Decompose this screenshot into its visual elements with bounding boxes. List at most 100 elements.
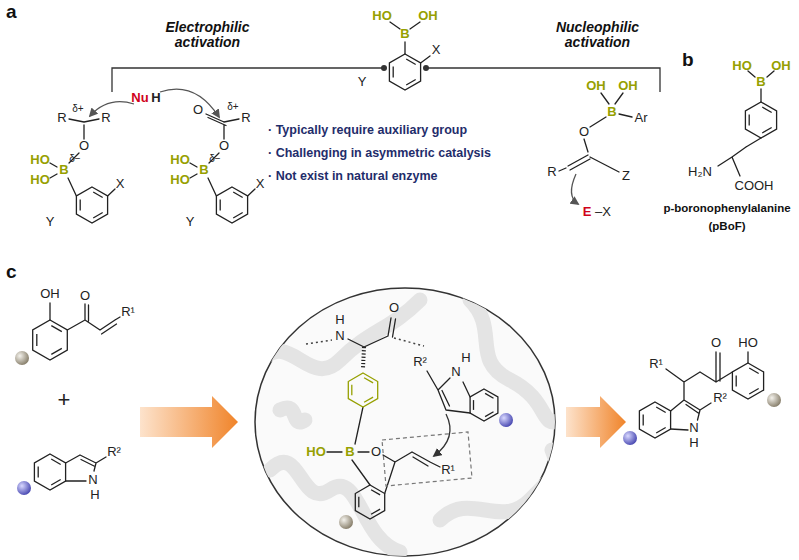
bullet-note: · Not exist in natural enzyme	[268, 170, 437, 184]
benzene-ring	[216, 187, 247, 223]
atom-label: HO	[30, 153, 50, 167]
double-bond	[406, 80, 416, 86]
process-arrow	[140, 396, 238, 448]
double-bond	[656, 428, 666, 434]
atom-label: HO	[738, 336, 758, 350]
atom-label: Y	[186, 215, 195, 229]
atom-label: B	[756, 75, 765, 89]
double-bond	[51, 348, 62, 354]
atom-label: R	[57, 111, 66, 125]
atom-label: OH	[771, 59, 791, 73]
atom-label: Ar	[635, 111, 648, 125]
atom-label: Z	[622, 169, 630, 183]
atom-label: R¹	[649, 357, 663, 371]
compound-abbrev: (pBoF)	[708, 220, 745, 233]
benzene-ring	[639, 402, 670, 438]
atom-label: O	[579, 125, 589, 139]
charge-label: δ+	[72, 103, 83, 114]
atom-label: R²	[713, 391, 727, 405]
atom-label: H	[90, 488, 99, 502]
double-bond	[762, 107, 772, 113]
double-bond	[358, 497, 359, 507]
benzene-ring	[33, 320, 68, 360]
charge-label: δ−	[69, 153, 80, 164]
atom-label: H	[151, 91, 160, 105]
bracket-dot	[381, 65, 387, 71]
curved-arrow	[434, 414, 450, 456]
atom-label: –X	[595, 205, 611, 219]
double-bond	[233, 213, 243, 219]
atom-label: HO	[170, 153, 190, 167]
double-bond	[364, 397, 373, 402]
atom-label: N	[335, 329, 344, 343]
double-bond	[473, 400, 474, 410]
dashed-box	[382, 432, 472, 486]
atom-label: Y	[46, 215, 55, 229]
atom-label: B	[607, 105, 616, 119]
benzene-ring	[732, 363, 763, 399]
atom-label: B	[400, 27, 409, 41]
process-arrow	[566, 396, 626, 448]
double-bond	[351, 385, 352, 395]
activation-bracket	[112, 68, 660, 92]
charge-label: δ+	[227, 101, 238, 112]
double-bond	[364, 378, 373, 383]
atom-label: X	[256, 177, 265, 191]
benzene-ring	[34, 454, 65, 490]
bullet-note: · Typically require auxiliary group	[268, 124, 467, 138]
protein-ribbon	[262, 300, 560, 552]
double-bond	[749, 389, 759, 395]
double-bond	[749, 115, 750, 126]
double-bond	[51, 326, 62, 332]
atom-label: OH	[418, 9, 438, 23]
atom-label: OH	[40, 287, 60, 301]
atom-label: COOH	[735, 179, 774, 193]
double-bond	[51, 459, 61, 465]
double-bond	[406, 59, 416, 65]
atom-label: H₂N	[688, 165, 712, 179]
double-bond	[51, 480, 61, 486]
atom-label: H	[461, 351, 470, 365]
benzene-ring	[745, 102, 776, 138]
atom-label: O	[193, 103, 203, 117]
atom-label: Y	[358, 75, 367, 89]
atom-label: HO	[306, 445, 326, 459]
double-bond	[371, 490, 380, 495]
atom-label: O	[389, 301, 399, 315]
benzene-ring	[76, 187, 107, 223]
electrophile-label: E	[583, 205, 592, 219]
panel-letter: c	[6, 262, 17, 283]
atom-label: OH	[618, 79, 638, 93]
double-bond	[220, 200, 221, 211]
backbone-dots	[306, 338, 424, 346]
atom-label: O	[79, 139, 89, 153]
atom-label: R	[101, 111, 110, 125]
benzene-ring	[348, 373, 377, 407]
double-bond	[656, 407, 666, 413]
bullet-note: · Challenging in asymmetric catalysis	[268, 147, 491, 161]
double-bond	[93, 192, 103, 198]
substituent-sphere	[15, 351, 781, 529]
atom-label: H	[689, 436, 698, 450]
atom-label: HO	[732, 59, 752, 73]
double-bond	[643, 415, 644, 426]
benzene-rings	[33, 54, 777, 519]
double-bond	[736, 376, 737, 387]
double-bond	[80, 200, 81, 211]
atom-label: H	[335, 313, 344, 327]
double-bond	[93, 213, 103, 219]
atom-label: X	[432, 43, 441, 57]
atom-label: R¹	[441, 463, 455, 477]
atom-label: X	[116, 177, 125, 191]
double-bond	[36, 334, 37, 346]
benzene-ring	[355, 485, 384, 519]
atom-label: O	[711, 336, 721, 350]
atom-label: N	[451, 365, 460, 379]
atom-label: B	[199, 163, 208, 177]
panel-letter: a	[6, 2, 17, 23]
compound-name: p-boronophenylalanine	[663, 202, 790, 215]
double-bond	[485, 412, 493, 417]
atom-label: O	[219, 139, 229, 153]
atom-label: HO	[30, 173, 50, 187]
